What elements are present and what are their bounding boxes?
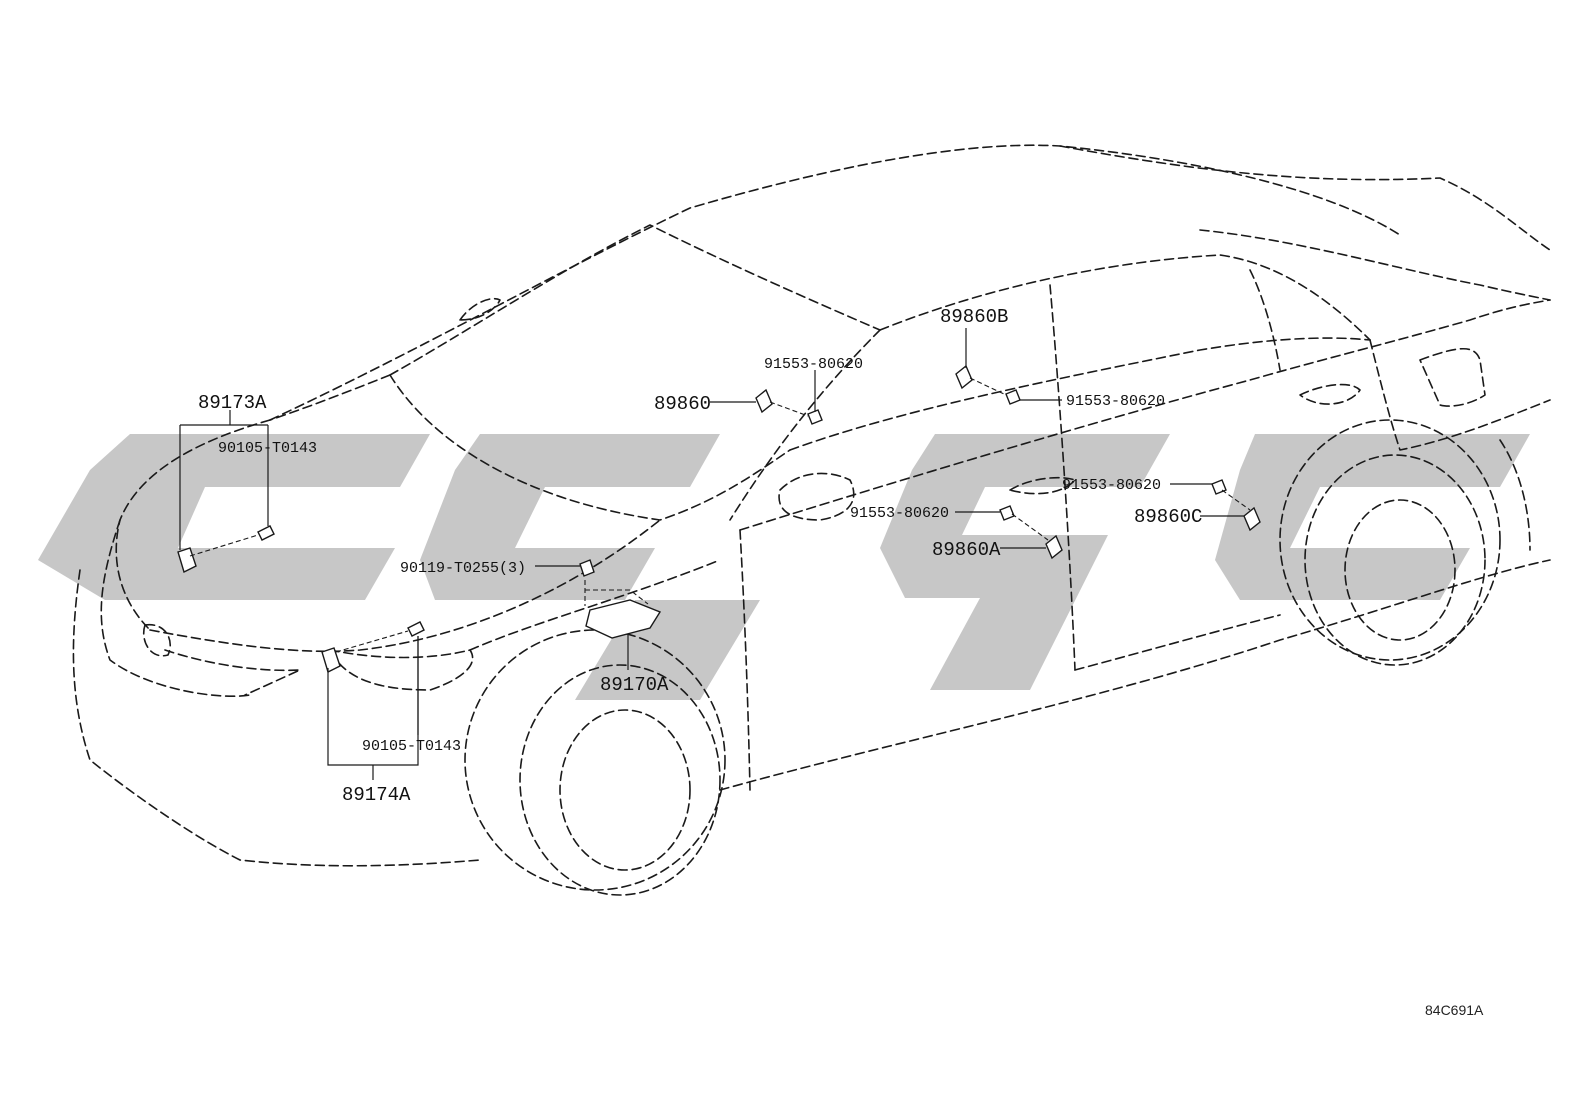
leader-89173A bbox=[179, 410, 269, 550]
front-door-line bbox=[739, 529, 751, 791]
grille bbox=[164, 649, 301, 696]
hood-line bbox=[269, 374, 391, 421]
label-91553-a: 91553-80620 bbox=[764, 356, 863, 373]
watermark-shape-5 bbox=[1215, 434, 1530, 600]
label-90119: 90119-T0255(3) bbox=[400, 560, 526, 577]
fog-lamp bbox=[143, 624, 171, 657]
rear-wheel-hub bbox=[1344, 499, 1456, 641]
front-wheel-hub bbox=[559, 709, 691, 871]
bumper-lower bbox=[100, 519, 251, 698]
hood-crease bbox=[149, 519, 661, 653]
ecu-bracket bbox=[584, 580, 649, 606]
bolt-91553-b bbox=[1005, 389, 1021, 405]
parts bbox=[177, 364, 1261, 673]
rear-wheel bbox=[1304, 454, 1486, 666]
label-91553-b: 91553-80620 bbox=[1066, 393, 1165, 410]
sensor-89174A bbox=[321, 647, 341, 673]
rear-bumper bbox=[1499, 439, 1531, 551]
label-89174A: 89174A bbox=[342, 784, 411, 806]
label-89173A: 89173A bbox=[198, 392, 267, 414]
watermark-logo bbox=[38, 434, 1530, 700]
side-mirror-base bbox=[459, 298, 501, 321]
label-89860: 89860 bbox=[654, 393, 711, 415]
watermark-shape-2 bbox=[420, 434, 720, 600]
label-89170A: 89170A bbox=[600, 674, 669, 696]
rear-roof-edge bbox=[1199, 229, 1551, 301]
mirror bbox=[778, 472, 855, 521]
windshield-top bbox=[389, 224, 881, 376]
part-labels: 89173A 90105-T0143 90119-T0255(3) 90105-… bbox=[198, 306, 1484, 1018]
label-90105-top: 90105-T0143 bbox=[218, 440, 317, 457]
sensor-89860A bbox=[1045, 534, 1063, 560]
window-lower bbox=[789, 337, 1371, 451]
side-window-frame bbox=[879, 254, 1371, 341]
sensor-89860C bbox=[1243, 506, 1261, 532]
sensor-89860B bbox=[955, 364, 973, 390]
bolt-91553-c bbox=[999, 505, 1015, 521]
roof-rear bbox=[1059, 145, 1551, 251]
watermark-shape-1 bbox=[38, 434, 430, 600]
fender-line bbox=[469, 559, 721, 651]
bolt-90105-bottom bbox=[407, 621, 425, 637]
sensor-89173A bbox=[177, 547, 197, 573]
diagram-reference-code: 84C691A bbox=[1425, 1002, 1484, 1018]
car-outline bbox=[72, 144, 1551, 896]
rear-door-line bbox=[1074, 614, 1281, 671]
door-handle-front bbox=[1009, 476, 1076, 495]
front-wheel bbox=[519, 664, 721, 896]
windshield-bottom bbox=[389, 374, 791, 521]
c-pillar bbox=[1249, 269, 1281, 371]
a-pillar bbox=[729, 329, 881, 521]
fuel-door bbox=[1419, 348, 1486, 407]
headlamp bbox=[329, 649, 474, 691]
sensor-89860 bbox=[755, 388, 773, 414]
bolt-90119 bbox=[579, 559, 595, 577]
b-pillar bbox=[1049, 284, 1076, 671]
leader-lines bbox=[179, 328, 1244, 780]
label-90105-bottom: 90105-T0143 bbox=[362, 738, 461, 755]
belt-line bbox=[739, 299, 1551, 531]
rear-wheel-arch bbox=[1279, 419, 1501, 661]
side-sill bbox=[719, 559, 1551, 791]
label-91553-d: 91553-80620 bbox=[1062, 477, 1161, 494]
label-91553-c: 91553-80620 bbox=[850, 505, 949, 522]
airbag-ecu-89170A bbox=[585, 599, 662, 639]
watermark-shape-4 bbox=[880, 434, 1170, 690]
bolt-90105-top bbox=[257, 525, 275, 541]
rear-quarter bbox=[1369, 339, 1551, 451]
label-89860B: 89860B bbox=[940, 306, 1008, 328]
label-89860A: 89860A bbox=[932, 539, 1001, 561]
roof-line bbox=[269, 144, 1401, 421]
bumper bbox=[72, 569, 481, 867]
label-89860C: 89860C bbox=[1134, 506, 1202, 528]
door-handle-rear bbox=[1299, 383, 1361, 405]
bolt-91553-a bbox=[807, 409, 823, 425]
front-wheel-arch bbox=[464, 629, 726, 891]
